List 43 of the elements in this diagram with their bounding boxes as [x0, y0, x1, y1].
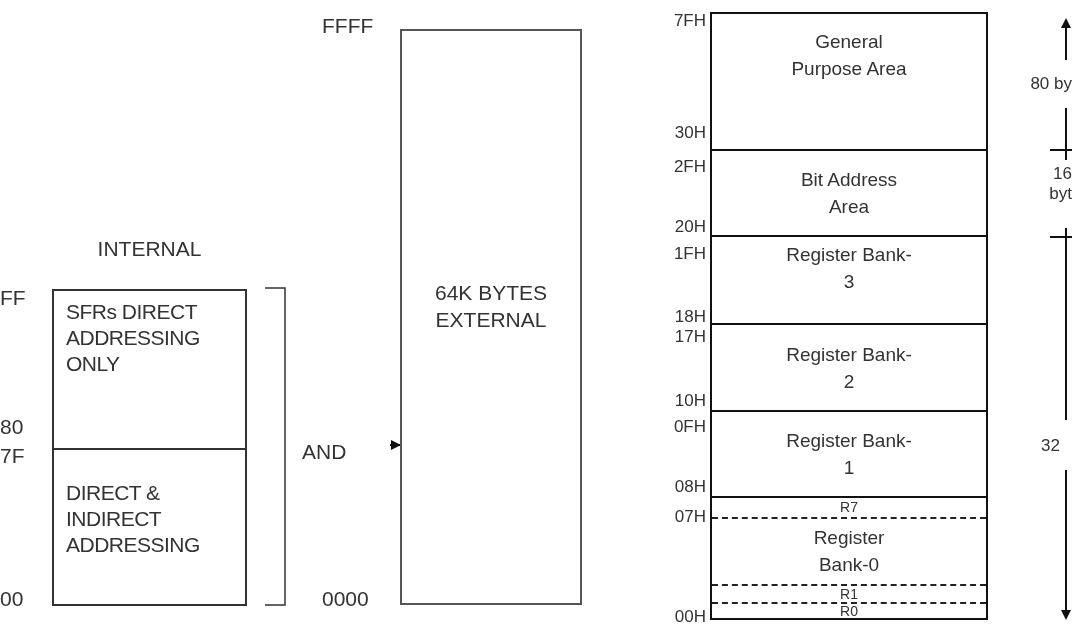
block-text: 64K BYTES EXTERNAL — [433, 280, 549, 333]
section-text: Register Bank-3 — [785, 243, 913, 294]
memory-section — [710, 412, 988, 498]
memory-section — [710, 12, 988, 151]
memory-section — [710, 151, 988, 237]
address-label: FFFF — [322, 14, 374, 38]
memory-section — [710, 237, 988, 325]
address-label: 07H — [674, 507, 706, 527]
register-name: R7 — [840, 500, 858, 515]
register-bank-section — [710, 498, 988, 620]
address-label: 10H — [674, 391, 706, 411]
address-label: 1FH — [673, 244, 706, 264]
section-text: DIRECT & INDIRECT ADDRESSING — [66, 480, 201, 558]
block-heading: INTERNAL — [97, 236, 202, 262]
address-label: 16 byt — [1048, 164, 1072, 204]
memory-block — [400, 29, 582, 605]
address-label: 80 — [0, 415, 24, 439]
section-text: Register Bank-0 — [812, 526, 886, 578]
address-label: 0FH — [673, 417, 706, 437]
address-label: 7FH — [673, 11, 706, 31]
address-label: 00H — [674, 607, 706, 626]
arrow — [389, 440, 401, 450]
address-label: 0000 — [322, 587, 369, 611]
section-text: Bit Address Area — [799, 168, 899, 219]
section-text: Register Bank-2 — [785, 342, 913, 394]
address-label: 08H — [674, 477, 706, 497]
address-label: 2FH — [673, 157, 706, 177]
address-label: 17H — [674, 327, 706, 347]
memory-section — [710, 325, 988, 412]
address-label: 18H — [674, 307, 706, 327]
address-label: AND — [302, 440, 347, 464]
section-text: SFRs DIRECT ADDRESSING ONLY — [66, 299, 201, 377]
section-text: Register Bank-1 — [785, 429, 913, 480]
address-label: 00 — [0, 587, 24, 611]
address-label: 80 by — [1030, 74, 1072, 94]
address-label: 30H — [674, 123, 706, 143]
address-label: 7F — [0, 444, 25, 468]
section-text: General Purpose Area — [790, 30, 908, 81]
register-name: R1 — [840, 587, 858, 602]
address-label: 20H — [674, 217, 706, 237]
address-label: 32 — [1041, 436, 1060, 456]
address-label: FF — [0, 286, 26, 310]
register-name: R0 — [840, 604, 858, 618]
